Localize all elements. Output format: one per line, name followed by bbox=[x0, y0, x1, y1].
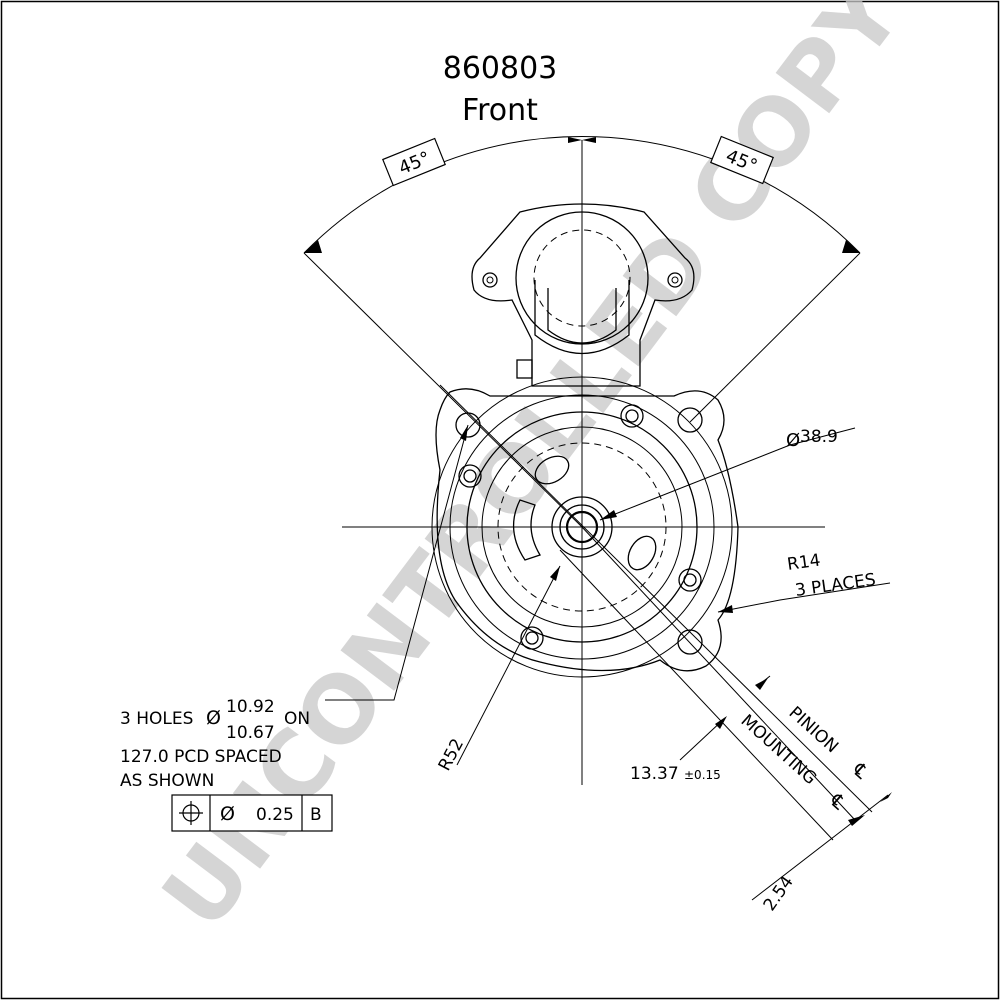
corner-radius-label: R14 bbox=[786, 550, 822, 574]
bore-diameter-label: 38.9 bbox=[800, 427, 838, 447]
view-label: Front bbox=[462, 93, 538, 128]
hole-note-prefix: 3 HOLES bbox=[120, 709, 193, 729]
hole-lower-limit: 10.67 bbox=[226, 723, 275, 743]
diagonal-centerlines bbox=[439, 384, 873, 841]
hole-note-line2: 127.0 PCD SPACED bbox=[120, 747, 282, 767]
solenoid-housing bbox=[471, 203, 695, 387]
gap-dimension bbox=[751, 792, 892, 901]
hole-note-leader bbox=[325, 424, 469, 701]
corner-radius-count-label: 3 PLACES bbox=[794, 570, 877, 601]
part-number: 860803 bbox=[443, 51, 558, 86]
diameter-symbol-bore: Ø bbox=[786, 430, 800, 451]
offset-tolerance-label: ±0.15 bbox=[684, 768, 721, 782]
pinion-centerline-symbol: ℄ bbox=[848, 758, 873, 784]
corner-radius-leader bbox=[717, 582, 891, 613]
hole-upper-limit: 10.92 bbox=[226, 697, 275, 717]
tolerance-frame: Ø 0.25 B bbox=[171, 794, 333, 832]
offset-leader bbox=[679, 675, 771, 761]
datum-label: B bbox=[310, 805, 322, 825]
tolerance-diameter-symbol: Ø bbox=[220, 803, 235, 825]
body-radius-label: R52 bbox=[435, 735, 468, 774]
diameter-symbol-hole: Ø bbox=[206, 707, 221, 729]
tolerance-zone-value: 0.25 bbox=[256, 805, 294, 825]
gap-label: 2.54 bbox=[760, 872, 798, 914]
offset-label: 13.37 bbox=[630, 764, 679, 784]
angle-dimension: 45° 45° bbox=[303, 135, 861, 528]
hole-note-line3: AS SHOWN bbox=[120, 771, 214, 791]
vent-slots bbox=[512, 455, 657, 571]
body-radius-leader bbox=[456, 565, 561, 766]
mounting-flange bbox=[431, 376, 739, 678]
mounting-holes bbox=[455, 404, 703, 655]
hole-note-suffix: ON bbox=[284, 709, 310, 729]
bore-diameter-leader bbox=[599, 427, 856, 521]
